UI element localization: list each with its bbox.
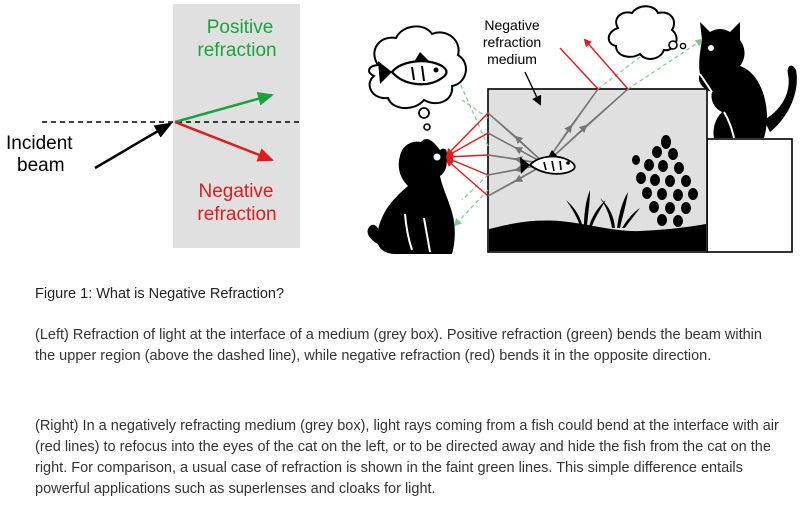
- seabed: [489, 220, 706, 251]
- caption-left-paragraph: (Left) Refraction of light at the interf…: [35, 327, 762, 364]
- medium-pointer-arrow: [524, 71, 542, 106]
- negative-refraction-arrow: [174, 120, 274, 162]
- pedestal-box: [706, 138, 793, 253]
- medium-label-line3: medium: [487, 51, 537, 67]
- refraction-diagram: Incident beam Positive refraction Negati…: [6, 4, 797, 254]
- positive-label-line1: Positive: [207, 17, 274, 38]
- incident-label-line2: beam: [17, 155, 65, 176]
- incident-label-line1: Incident: [6, 133, 73, 154]
- positive-label-line2: refraction: [197, 40, 276, 61]
- left-panel: Incident beam Positive refraction Negati…: [6, 4, 302, 248]
- red-rays: [445, 38, 629, 197]
- medium-label-line2: refraction: [483, 34, 541, 50]
- right-thought-bubble: [607, 5, 687, 60]
- right-cat-icon: [698, 22, 797, 139]
- figure-caption-title: Figure 1: What is Negative Refraction?: [35, 286, 285, 302]
- leafy-plant: [632, 135, 698, 227]
- caption-right-paragraph: (Right) In a negatively refracting mediu…: [35, 418, 779, 497]
- positive-refraction-arrow: [174, 92, 274, 124]
- thought-fish-icon: [378, 52, 448, 86]
- left-cat-icon: [367, 138, 455, 254]
- medium-label-line1: Negative: [484, 17, 539, 33]
- medium-grey-box: [173, 4, 300, 248]
- incident-beam-arrow: [94, 122, 173, 170]
- negative-label-line2: refraction: [197, 204, 276, 225]
- negative-label-line1: Negative: [199, 181, 274, 202]
- fish-in-tank: [520, 150, 576, 175]
- right-panel: Negative refraction medium: [367, 5, 797, 254]
- seaweed: [566, 190, 640, 228]
- left-thought-bubble: [368, 25, 467, 131]
